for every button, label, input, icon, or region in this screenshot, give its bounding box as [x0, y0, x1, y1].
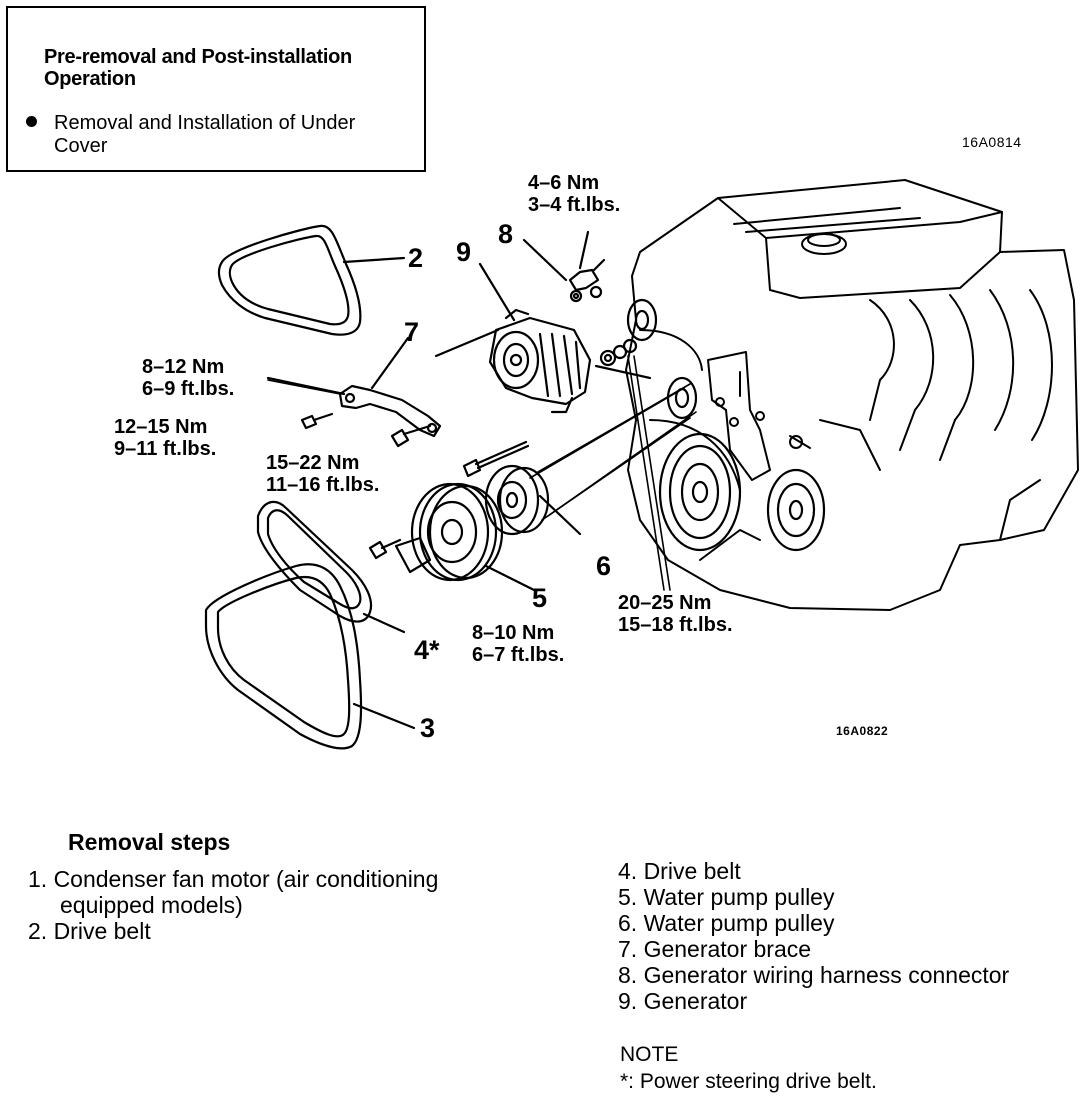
torque-nm-8-10: 8–10 Nm — [472, 622, 555, 644]
torque-nm-15-22: 15–22 Nm — [266, 452, 360, 474]
removal-steps-column-2: 4. Drive belt 5. Water pump pulley 6. Wa… — [618, 858, 1009, 1014]
torque-label-12-15: 12–15 Nm 9–11 ft.lbs. — [114, 416, 216, 460]
torque-ft-20-25: 15–18 ft.lbs. — [618, 614, 733, 636]
callout-8: 8 — [498, 219, 514, 249]
wiring-harness-connector — [522, 230, 606, 303]
torque-nm-8-12: 8–12 Nm — [142, 356, 225, 378]
pre-removal-title: Pre-removal and Post-installation Operat… — [44, 46, 352, 90]
bullet-icon — [26, 116, 37, 127]
step-5: 5. Water pump pulley — [618, 884, 835, 910]
torque-nm-4-6: 4–6 Nm — [528, 172, 600, 194]
figure-code-bottom: 16A0822 — [836, 724, 889, 738]
engine-bracket — [707, 351, 811, 481]
removal-steps-column-1: 1. Condenser fan motor (air conditioning… — [28, 866, 438, 944]
step-6: 6. Water pump pulley — [618, 910, 835, 936]
note-heading: NOTE — [620, 1043, 679, 1066]
water-pump-pulley-5 — [394, 482, 536, 592]
callout-9: 9 — [456, 237, 472, 267]
torque-ft-4-6: 3–4 ft.lbs. — [528, 194, 621, 216]
pre-removal-item: Removal and Installation of Under Cover — [54, 112, 424, 158]
note-text: *: Power steering drive belt. — [620, 1070, 877, 1093]
generator — [434, 262, 652, 414]
callout-2: 2 — [408, 243, 424, 273]
pre-removal-box: Pre-removal and Post-installation Operat… — [6, 6, 426, 172]
bolt-brace-upper — [300, 412, 334, 430]
pre-removal-title-line-2: Operation — [44, 68, 136, 90]
torque-label-8-10: 8–10 Nm 6–7 ft.lbs. — [472, 622, 564, 666]
callout-6: 6 — [596, 551, 612, 581]
step-8: 8. Generator wiring harness connector — [618, 962, 1010, 988]
belt-alignment-lines — [529, 355, 697, 591]
bolt-pulley — [368, 538, 402, 560]
pre-removal-item-line-2: Cover — [54, 135, 108, 157]
drive-belt-3 — [204, 563, 416, 750]
torque-ft-15-22: 11–16 ft.lbs. — [266, 474, 380, 496]
drive-belt-4 — [256, 500, 406, 634]
pre-removal-title-line-1: Pre-removal and Post-installation — [44, 46, 352, 68]
step-9: 9. Generator — [618, 988, 748, 1014]
torque-ft-12-15: 9–11 ft.lbs. — [114, 438, 217, 460]
nuts — [599, 338, 638, 367]
generator-brace — [266, 336, 442, 438]
bolt-long — [462, 440, 530, 478]
torque-ft-8-10: 6–7 ft.lbs. — [472, 644, 565, 666]
power-steering-pulley — [766, 468, 826, 552]
torque-label-15-22: 15–22 Nm 11–16 ft.lbs. — [266, 452, 379, 496]
step-4: 4. Drive belt — [618, 858, 741, 884]
step-1: 1. Condenser fan motor (air conditioning — [28, 866, 439, 892]
torque-nm-12-15: 12–15 Nm — [114, 416, 208, 438]
bolt-brace-lower — [390, 424, 432, 448]
idler-pulley-upper — [626, 298, 658, 342]
drive-belt-2 — [217, 224, 406, 336]
pre-removal-item-line-1: Removal and Installation of Under — [54, 112, 356, 134]
crankshaft-pulley — [658, 432, 742, 552]
figure-code-top: 16A0814 — [962, 134, 1022, 150]
idler-pulley-middle — [666, 376, 698, 420]
step-1-continued: equipped models) — [60, 892, 243, 918]
step-7: 7. Generator brace — [618, 936, 812, 962]
torque-nm-20-25: 20–25 Nm — [618, 592, 712, 614]
torque-ft-8-12: 6–9 ft.lbs. — [142, 378, 235, 400]
engine-block — [625, 179, 1079, 611]
removal-steps-title: Removal steps — [68, 829, 231, 855]
step-2: 2. Drive belt — [28, 918, 151, 944]
torque-label-4-6: 4–6 Nm 3–4 ft.lbs. — [528, 172, 620, 216]
callout-5: 5 — [532, 583, 548, 613]
callout-4: 4* — [414, 635, 440, 665]
torque-label-20-25: 20–25 Nm 15–18 ft.lbs. — [618, 592, 733, 636]
callout-3: 3 — [420, 713, 436, 743]
callout-7: 7 — [404, 317, 420, 347]
torque-label-8-12: 8–12 Nm 6–9 ft.lbs. — [142, 356, 234, 400]
